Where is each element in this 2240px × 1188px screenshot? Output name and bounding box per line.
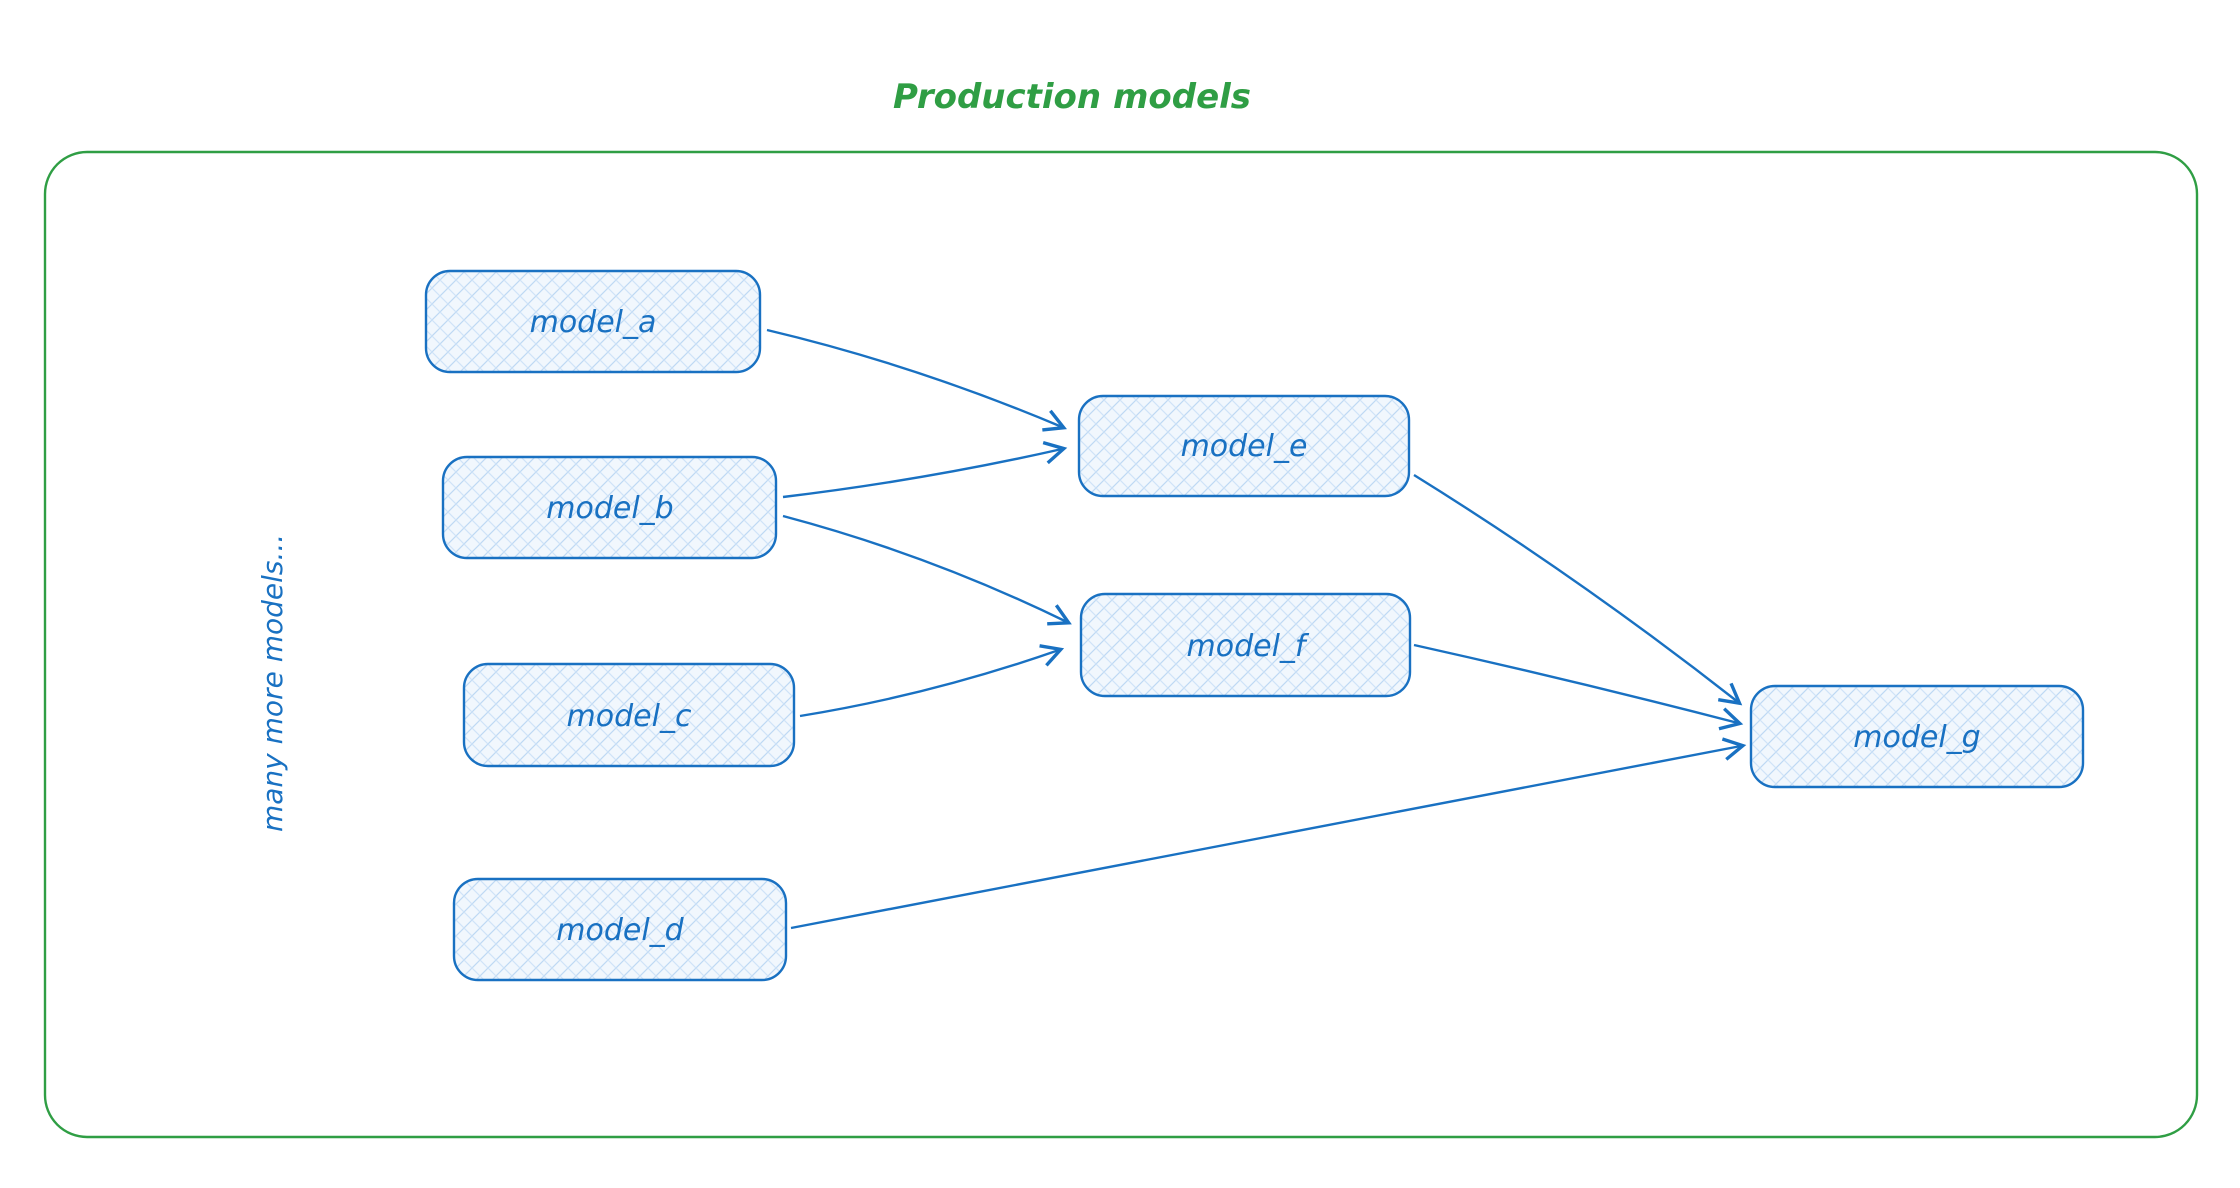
edge-model_c-model_f[interactable] xyxy=(799,644,1065,718)
edge-model_f-model_g[interactable] xyxy=(1413,643,1744,731)
node-model_b[interactable]: model_b xyxy=(441,455,778,560)
node-model_f-label: model_f xyxy=(1187,629,1310,664)
diagram-title: Production models xyxy=(893,77,1251,117)
node-model_e[interactable]: model_e xyxy=(1077,394,1411,498)
node-model_g-label: model_g xyxy=(1853,720,1980,755)
node-model_a-label: model_a xyxy=(530,305,657,340)
node-model_c[interactable]: model_c xyxy=(462,662,796,768)
edge-model_a-model_e[interactable] xyxy=(766,328,1067,432)
node-model_a[interactable]: model_a xyxy=(424,269,762,374)
node-model_b-box[interactable] xyxy=(441,455,778,560)
edge-model_e-model_g[interactable] xyxy=(1413,473,1743,706)
node-model_c-label: model_c xyxy=(567,699,692,734)
edge-model_b-model_e[interactable] xyxy=(782,440,1068,499)
node-model_d[interactable]: model_d xyxy=(452,877,788,982)
node-model_f-box[interactable] xyxy=(1079,592,1412,698)
node-model_e-label: model_e xyxy=(1181,429,1308,464)
production-models-container xyxy=(43,150,2199,1139)
node-model_d-label: model_d xyxy=(556,913,684,948)
node-model_d-box[interactable] xyxy=(452,877,788,982)
node-model_e-box[interactable] xyxy=(1077,394,1411,498)
node-model_a-box[interactable] xyxy=(424,269,762,374)
node-model_f[interactable]: model_f xyxy=(1079,592,1412,698)
node-model_g[interactable]: model_g xyxy=(1749,684,2085,789)
nodes-group: model_a model_b model_c model_d model_e xyxy=(424,269,2085,982)
edge-model_d-model_g[interactable] xyxy=(790,737,1747,930)
edges-group xyxy=(766,328,1747,930)
side-note-many-more-models: many more models... xyxy=(256,534,289,832)
node-model_b-label: model_b xyxy=(546,491,673,526)
edge-model_b-model_f[interactable] xyxy=(782,514,1072,626)
node-model_c-box[interactable] xyxy=(462,662,796,768)
node-model_g-box[interactable] xyxy=(1749,684,2085,789)
